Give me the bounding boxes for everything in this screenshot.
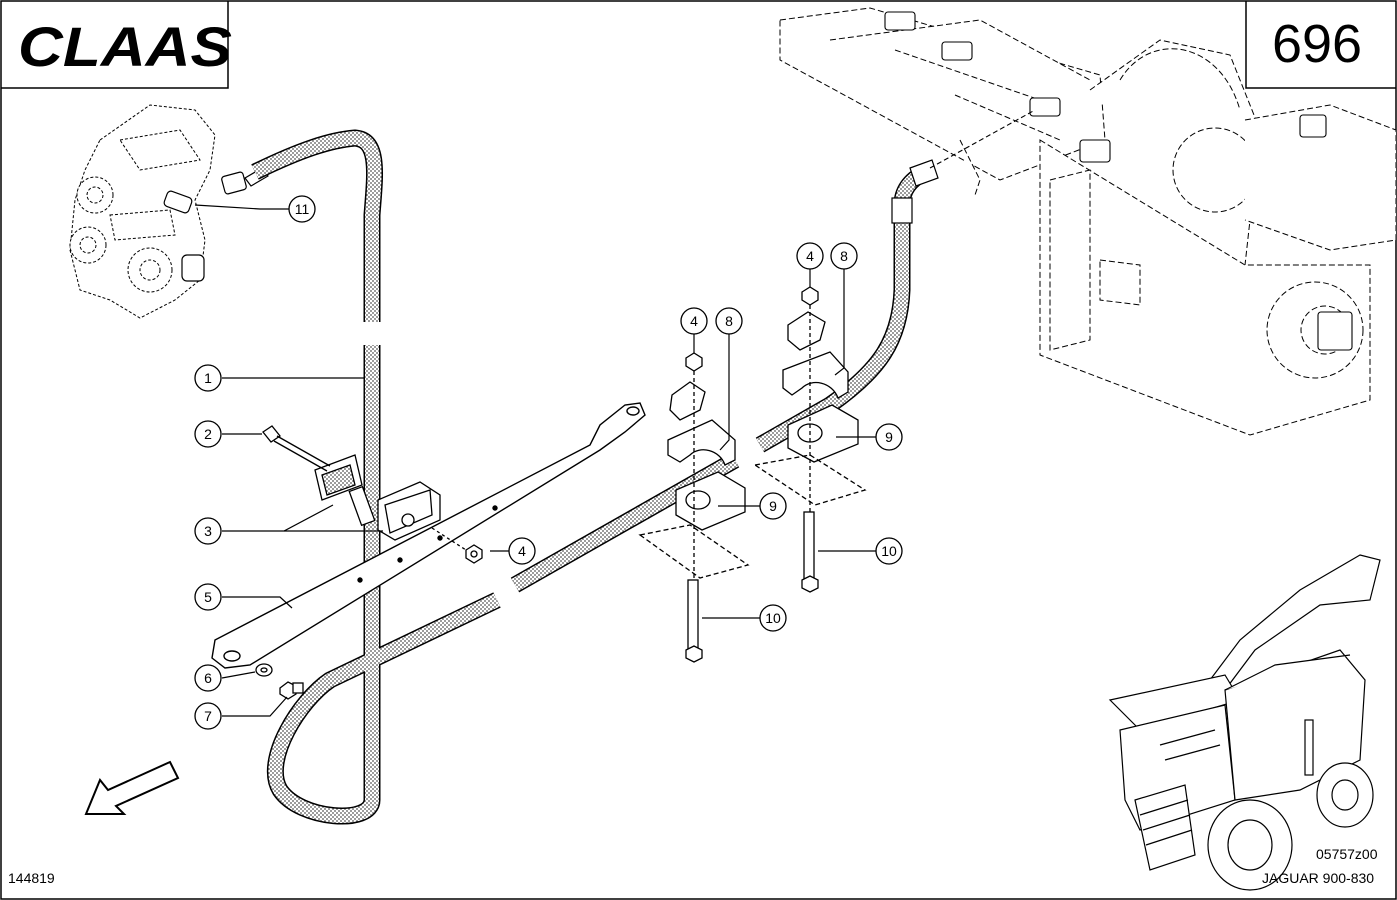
figure-reference: 05757z00 bbox=[1316, 846, 1378, 862]
clamp-group-left bbox=[638, 352, 750, 663]
support-bar-5 bbox=[211, 402, 646, 669]
callout-4-bar: 4 bbox=[508, 537, 536, 565]
callout-9-right: 9 bbox=[875, 423, 903, 451]
callouts: 1 2 3 4 4 4 5 6 bbox=[194, 195, 903, 730]
nut-4-bar bbox=[431, 527, 483, 564]
callout-label: 1 bbox=[204, 370, 212, 386]
callout-11: 11 bbox=[288, 195, 316, 223]
clamp-group-right bbox=[753, 286, 867, 593]
callout-label: 6 bbox=[204, 670, 212, 686]
callout-label: 4 bbox=[806, 248, 814, 264]
clamp-assembly-3 bbox=[314, 454, 441, 541]
washer-6 bbox=[255, 663, 273, 677]
callout-label: 9 bbox=[885, 429, 893, 445]
callout-label: 2 bbox=[204, 426, 212, 442]
forage-harvester-illustration bbox=[1108, 554, 1381, 891]
callout-6: 6 bbox=[194, 664, 222, 692]
logo-text: CLAAS bbox=[18, 18, 232, 74]
direction-arrow-icon bbox=[84, 760, 180, 815]
control-valve-block bbox=[69, 104, 216, 319]
callout-label: 10 bbox=[881, 543, 897, 559]
bolt-7 bbox=[279, 681, 304, 700]
callout-label: 9 bbox=[769, 498, 777, 514]
callout-5: 5 bbox=[194, 583, 222, 611]
callout-10-left: 10 bbox=[759, 604, 787, 632]
callout-9-left: 9 bbox=[759, 492, 787, 520]
callout-8-left: 8 bbox=[715, 307, 743, 335]
callout-3: 3 bbox=[194, 517, 222, 545]
callout-label: 4 bbox=[518, 543, 526, 559]
callout-label: 5 bbox=[204, 589, 212, 605]
callout-7: 7 bbox=[194, 702, 222, 730]
callout-label: 3 bbox=[204, 523, 212, 539]
callout-label: 7 bbox=[204, 708, 212, 724]
engine-gearbox bbox=[779, 7, 1397, 436]
model-reference: JAGUAR 900-830 bbox=[1262, 870, 1375, 886]
callout-label: 8 bbox=[840, 248, 848, 264]
callout-label: 4 bbox=[690, 313, 698, 329]
leader-lines bbox=[194, 204, 876, 717]
callout-8-right: 8 bbox=[830, 242, 858, 270]
callout-4-left: 4 bbox=[680, 307, 708, 335]
callout-label: 11 bbox=[295, 201, 310, 217]
hose-1 bbox=[251, 129, 501, 825]
document-reference: 144819 bbox=[8, 870, 55, 886]
gearbox-fittings bbox=[884, 11, 1353, 351]
callout-1: 1 bbox=[194, 364, 222, 392]
callout-4-right: 4 bbox=[796, 242, 824, 270]
claas-logo: CLAAS bbox=[18, 18, 232, 74]
callout-2: 2 bbox=[194, 420, 222, 448]
callout-10-right: 10 bbox=[875, 537, 903, 565]
hose-end-fitting bbox=[891, 159, 939, 224]
callout-label: 10 bbox=[765, 610, 781, 626]
bolt-2 bbox=[262, 425, 331, 472]
callout-label: 8 bbox=[725, 313, 733, 329]
valve-fittings bbox=[163, 167, 269, 282]
page-number: 696 bbox=[1271, 14, 1363, 74]
